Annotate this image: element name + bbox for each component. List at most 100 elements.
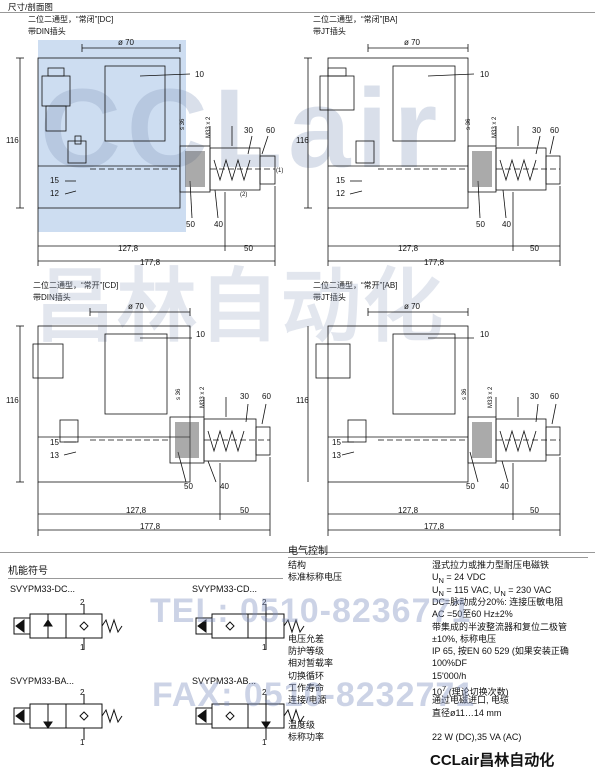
brand-footer: CCLair昌林自动化 bbox=[430, 749, 554, 770]
dim-d70: ø 70 bbox=[404, 302, 421, 311]
balloon-13: 13 bbox=[50, 451, 59, 460]
electrical-key: 温度级 bbox=[288, 719, 316, 730]
valve-drawing-dc bbox=[16, 44, 276, 266]
port-1-label: 1 bbox=[262, 738, 267, 747]
drawing-label-cd: 二位二通型，“常开”[CD] bbox=[33, 281, 119, 290]
valve-drawing-ba bbox=[304, 44, 561, 266]
dim-177: 177,8 bbox=[424, 258, 445, 267]
balloon-60: 60 bbox=[262, 392, 271, 401]
electrical-key: 标准标称电压 bbox=[288, 572, 343, 583]
electrical-key: 电压允差 bbox=[288, 633, 325, 644]
dim-m33: M33 x 2 bbox=[200, 386, 206, 408]
dim-s36: s 36 bbox=[176, 388, 182, 400]
balloon-30: 30 bbox=[244, 126, 253, 135]
valve-symbol-ba bbox=[13, 694, 123, 740]
electrical-key: 防护等级 bbox=[288, 646, 325, 657]
symbol-model: SVYPM33-CD... bbox=[192, 584, 258, 594]
drawing-sublabel-cd: 带DIN插头 bbox=[33, 293, 71, 302]
port-1-label: 1 bbox=[80, 643, 85, 652]
dim-50: 50 bbox=[530, 506, 539, 515]
electrical-value: UN = 115 VAC, UN = 230 VAC bbox=[432, 584, 552, 598]
symbol-model: SVYPM33-AB... bbox=[192, 676, 257, 686]
electrical-value: UN = 24 VDC bbox=[432, 572, 486, 586]
balloon-30: 30 bbox=[530, 392, 539, 401]
balloon-15: 15 bbox=[336, 176, 345, 185]
electrical-key: 切换循环 bbox=[288, 670, 325, 681]
valve-drawing-ab bbox=[307, 308, 561, 536]
drawing-label-ba: 二位二通型，“常闭”[BA] bbox=[313, 15, 398, 24]
balloon-12: 12 bbox=[336, 189, 345, 198]
balloon-40: 40 bbox=[220, 482, 229, 491]
electrical-key: 连接/电源 bbox=[288, 695, 327, 706]
section-title: 尺寸/剖面图 bbox=[8, 2, 53, 12]
balloon-10: 10 bbox=[196, 330, 205, 339]
balloon-60: 60 bbox=[550, 126, 559, 135]
electrical-value: AC =50至60 Hz±2% bbox=[432, 609, 513, 620]
balloon-30: 30 bbox=[532, 126, 541, 135]
valve-drawing-cd bbox=[16, 308, 271, 536]
electrical-value: 100%DF bbox=[432, 658, 468, 669]
electrical-value: 22 W (DC),35 VA (AC) bbox=[432, 732, 522, 743]
dim-d70: ø 70 bbox=[404, 38, 421, 47]
balloon-13: 13 bbox=[332, 451, 341, 460]
electrical-key: 工作寿命 bbox=[288, 683, 325, 693]
balloon-50: 50 bbox=[476, 220, 485, 229]
electrical-key: 结构 bbox=[288, 560, 307, 570]
drawing-label-ab: 二位二通型，“常开”[AB] bbox=[313, 281, 398, 290]
balloon-60: 60 bbox=[550, 392, 559, 401]
valve-symbol-cd bbox=[195, 604, 305, 650]
electrical-title: 电气控制 bbox=[288, 546, 328, 557]
dim-s36: s 36 bbox=[462, 388, 468, 400]
drawing-sublabel-ba: 带JT插头 bbox=[313, 27, 346, 36]
port-label-1: (1) bbox=[276, 168, 284, 174]
electrical-value: 通过电磁进口, 电缆 bbox=[432, 695, 510, 706]
port-2-label: 2 bbox=[262, 688, 267, 697]
balloon-15: 15 bbox=[50, 438, 59, 447]
port-1-label: 1 bbox=[262, 643, 267, 652]
port-2-label: 2 bbox=[80, 598, 85, 607]
dim-d70: ø 70 bbox=[118, 38, 135, 47]
electrical-value: 带集成的半波整流器和复位二极管 bbox=[432, 621, 568, 632]
dim-116: 116 bbox=[296, 136, 309, 145]
drawing-sublabel-ab: 带JT插头 bbox=[313, 293, 346, 302]
dim-127: 127,8 bbox=[398, 506, 419, 515]
dim-127: 127,8 bbox=[126, 506, 147, 515]
dim-s36: s 36 bbox=[180, 118, 186, 130]
valve-symbol-ab bbox=[195, 694, 305, 740]
highlight-box bbox=[38, 40, 186, 232]
balloon-10: 10 bbox=[195, 70, 204, 79]
dim-50: 50 bbox=[240, 506, 249, 515]
balloon-40: 40 bbox=[214, 220, 223, 229]
balloon-10: 10 bbox=[480, 330, 489, 339]
port-label-2: (2) bbox=[240, 192, 248, 198]
balloon-40: 40 bbox=[500, 482, 509, 491]
symbols-divider bbox=[8, 578, 283, 579]
electrical-value: 107 (理论切换次数) bbox=[432, 684, 509, 697]
balloon-50: 50 bbox=[466, 482, 475, 491]
electrical-value: ±10%, 标称电压 bbox=[432, 633, 496, 644]
symbols-title: 机能符号 bbox=[8, 566, 48, 577]
balloon-50: 50 bbox=[184, 482, 193, 491]
header-divider bbox=[0, 12, 595, 13]
electrical-value: DC=脉动成分20%: 连接压敏电阻 bbox=[432, 596, 564, 607]
drawing-sublabel-dc: 带DIN插头 bbox=[28, 27, 66, 36]
electrical-value: 直径ø11…14 mm bbox=[432, 707, 502, 718]
dim-127: 127,8 bbox=[398, 244, 419, 253]
balloon-15: 15 bbox=[50, 176, 59, 185]
balloon-12: 12 bbox=[50, 189, 59, 198]
port-1-label: 1 bbox=[80, 738, 85, 747]
port-2-label: 2 bbox=[80, 688, 85, 697]
electrical-value: 湿式拉力或推力型耐压电磁铁 bbox=[432, 560, 550, 570]
balloon-60: 60 bbox=[266, 126, 275, 135]
dim-d70: ø 70 bbox=[128, 302, 145, 311]
drawing-label-dc: 二位二通型，“常闭”[DC] bbox=[28, 15, 114, 24]
dim-116: 116 bbox=[6, 136, 19, 145]
symbol-model: SVYPM33-BA... bbox=[10, 676, 75, 686]
electrical-key: 相对暂载率 bbox=[288, 658, 334, 669]
electrical-value: IP 65, 按EN 60 529 (如果安装正确 bbox=[432, 646, 569, 657]
dim-116: 116 bbox=[6, 396, 19, 405]
balloon-30: 30 bbox=[240, 392, 249, 401]
electrical-key: 标称功率 bbox=[288, 732, 325, 743]
dim-50: 50 bbox=[244, 244, 253, 253]
balloon-10: 10 bbox=[480, 70, 489, 79]
